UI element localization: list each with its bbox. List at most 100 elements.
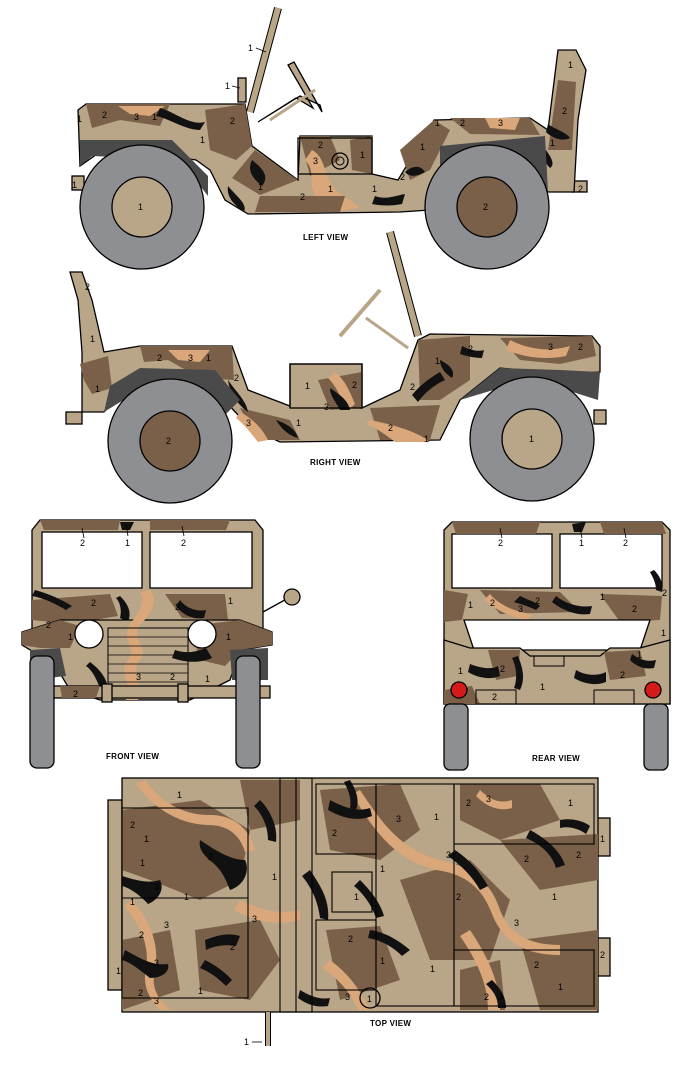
callout-3: 3 [345, 992, 350, 1002]
callout-1: 1 [579, 538, 584, 548]
callout-3: 3 [188, 353, 193, 363]
callout-2: 2 [498, 538, 503, 548]
callout-2: 2 [620, 670, 625, 680]
callout-2: 2 [230, 942, 235, 952]
callout-1: 1 [552, 892, 557, 902]
callout-3: 3 [136, 672, 141, 682]
callout-1: 1 [248, 43, 253, 53]
callout-1: 1 [200, 135, 205, 145]
callout-3: 3 [446, 850, 451, 860]
callout-2: 2 [388, 423, 393, 433]
callout-1: 1 [225, 81, 230, 91]
rear-view: 2 1 2 1 2 3 2 1 2 2 1 1 2 1 2 1 2 REAR V… [443, 521, 671, 771]
callout-3: 3 [548, 342, 553, 352]
right-view-callouts: 2 1 1 2 3 1 2 3 1 1 2 3 2 1 2 1 2 3 2 2 … [85, 282, 583, 446]
callout-1: 1 [568, 60, 573, 70]
callout-1: 1 [380, 864, 385, 874]
front-tire-left [29, 655, 55, 769]
callout-1: 1 [138, 202, 143, 212]
callout-1: 1 [661, 628, 666, 638]
callout-1: 1 [529, 434, 534, 444]
front-windshield-right [149, 531, 253, 589]
callout-1: 1 [296, 418, 301, 428]
callout-3: 3 [486, 794, 491, 804]
rear-hitch-plate [533, 655, 565, 667]
callout-2: 2 [410, 382, 415, 392]
callout-3: 3 [396, 814, 401, 824]
callout-1: 1 [177, 790, 182, 800]
callout-1: 1 [458, 666, 463, 676]
callout-1: 1 [305, 381, 310, 391]
callout-2: 2 [157, 353, 162, 363]
front-view-callouts: 2 1 2 2 2 1 2 1 1 3 2 1 2 [46, 523, 233, 699]
callout-2: 2 [535, 596, 540, 606]
callout-1: 1 [550, 138, 555, 148]
steering-wheel [257, 61, 323, 123]
callout-1: 1 [424, 434, 429, 444]
side-mirror [283, 588, 301, 606]
callout-1: 1 [226, 632, 231, 642]
callout-1: 1 [380, 956, 385, 966]
callout-1: 1 [540, 682, 545, 692]
callout-1: 1 [198, 986, 203, 996]
callout-2: 2 [80, 538, 85, 548]
callout-2: 2 [352, 380, 357, 390]
callout-2: 2 [490, 598, 495, 608]
left-view-label: LEFT VIEW [303, 233, 349, 242]
callout-3: 3 [514, 918, 519, 928]
callout-2: 2 [181, 538, 186, 548]
rear-tire-left [443, 703, 469, 771]
callout-1: 1 [130, 897, 135, 907]
callout-1: 1 [354, 892, 359, 902]
callout-1: 1 [600, 834, 605, 844]
right-view: 2 1 1 2 3 1 2 3 1 1 2 3 2 1 2 1 2 3 2 2 … [65, 230, 607, 504]
callout-2: 2 [632, 604, 637, 614]
callout-1: 1 [90, 334, 95, 344]
callout-1: 1 [420, 142, 425, 152]
top-view: 1 2 1 2 1 3 1 1 2 3 1 3 2 3 1 2 3 1 2 3 … [107, 777, 611, 1047]
callout-1: 1 [258, 182, 263, 192]
headlight-left [74, 619, 104, 649]
callout-1: 1 [205, 674, 210, 684]
callout-2: 2 [208, 852, 213, 862]
callout-1: 1 [152, 112, 157, 122]
callout-2: 2 [662, 588, 667, 598]
callout-2: 2 [466, 798, 471, 808]
callout-3: 3 [154, 958, 159, 968]
callout-2: 2 [576, 850, 581, 860]
callout-1: 1 [360, 150, 365, 160]
callout-1: 1 [468, 600, 473, 610]
callout-1: 1 [367, 994, 372, 1004]
callout-1: 1 [125, 538, 130, 548]
callout-1: 1 [434, 812, 439, 822]
callout-1: 1 [140, 858, 145, 868]
callout-2: 2 [138, 988, 143, 998]
rearview-mirror-left [237, 77, 247, 103]
callout-1: 1 [272, 872, 277, 882]
rear-reflector-left [450, 681, 468, 699]
callout-2: 2 [483, 202, 488, 212]
callout-2: 2 [562, 106, 567, 116]
rear-window-right [559, 533, 663, 589]
left-view: 1 1 1 2 3 1 2 1 1 2 2 3 1 1 1 2 1 2 3 1 … [71, 6, 588, 270]
callout-2: 2 [46, 620, 51, 630]
callout-1: 1 [77, 114, 82, 124]
callout-2: 2 [230, 116, 235, 126]
callout-3: 3 [154, 882, 159, 892]
callout-2: 2 [348, 934, 353, 944]
callout-3: 3 [246, 418, 251, 428]
callout-3: 3 [134, 112, 139, 122]
callout-2: 2 [175, 602, 180, 612]
callout-2: 2 [500, 664, 505, 674]
callout-1: 1 [184, 892, 189, 902]
callout-3: 3 [518, 604, 523, 614]
callout-2: 2 [400, 172, 405, 182]
callout-3: 3 [164, 920, 169, 930]
callout-1: 1 [244, 1037, 249, 1047]
left-rear-hub [456, 176, 518, 238]
right-view-label: RIGHT VIEW [310, 458, 361, 467]
callout-1: 1 [558, 982, 563, 992]
callout-2: 2 [492, 692, 497, 702]
callout-1: 1 [637, 650, 642, 660]
callout-1: 1 [372, 184, 377, 194]
